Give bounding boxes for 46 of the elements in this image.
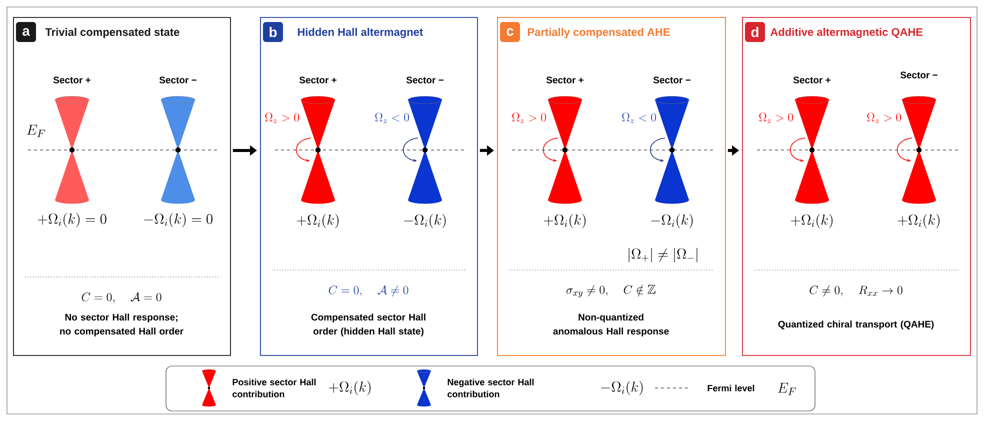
formula: $C=0,\quad \mathcal{A}=0$: [82, 292, 162, 304]
formula: $\Omega_z<0$: [622, 112, 656, 124]
panel-title: Partially compensated AHE: [528, 28, 670, 38]
formula: $+\Omega_i(k)=0$: [38, 212, 106, 228]
sector-label: Sector +: [299, 76, 336, 84]
formula: $\Omega_z<0$: [375, 112, 409, 124]
legend-text: Fermi level: [708, 384, 754, 392]
sector-label: Sector −: [159, 76, 196, 84]
formula: $+\Omega_i(k)$: [328, 380, 371, 396]
legend-text: Positive sector Hall contribution: [232, 378, 316, 398]
letter-badge: c: [500, 22, 520, 42]
legend-text: Negative sector Hall contribution: [448, 378, 534, 398]
formula: $E_F$: [778, 382, 796, 396]
description: Quantized chiral transport (QAHE): [778, 320, 934, 330]
sector-label: Sector +: [53, 76, 90, 84]
sector-label: Sector +: [793, 76, 830, 84]
description: Non-quantized anomalous Hall response: [553, 314, 669, 336]
formula: $+\Omega_i(k)$: [296, 214, 339, 228]
formula: $\Omega_z>0$: [867, 112, 901, 124]
formula: $\Omega_z>0$: [512, 112, 546, 124]
panel-title: Hidden Hall altermagnet: [298, 28, 423, 38]
letter-badge: a: [16, 22, 36, 42]
formula: $\Omega_z>0$: [759, 112, 793, 124]
sector-label: Sector −: [900, 72, 938, 78]
formula: $|\Omega_+|\neq|\Omega_-|$: [628, 248, 698, 262]
formula: $-\Omega_i(k)$: [601, 380, 643, 396]
formula: $E_F$: [26, 124, 45, 138]
formula: $C=0,\quad \mathcal{A}\neq 0$: [328, 285, 408, 297]
panel-title: Trivial compensated state: [45, 28, 180, 38]
sector-label: Sector −: [653, 76, 690, 84]
formula: $-\Omega_i(k)$: [404, 214, 446, 228]
formula: $\sigma_{xy}\neq 0,\quad C\notin\mathbb{Z}$: [566, 284, 656, 298]
formula: $+\Omega_i(k)$: [898, 214, 940, 228]
letter-badge: b: [263, 22, 283, 42]
formula: $C\neq 0,\quad R_{xx}\rightarrow 0$: [810, 285, 902, 297]
letter-badge: d: [745, 22, 765, 42]
formula: $+\Omega_i(k)$: [790, 214, 833, 228]
formula: $-\Omega_i(k)$: [651, 214, 693, 228]
formula: $+\Omega_i(k)$: [544, 214, 586, 228]
sector-label: Sector −: [406, 76, 444, 84]
formula: $\Omega_z>0$: [265, 112, 299, 124]
description: Compensated sector Hall order (hidden Hall state): [311, 314, 426, 336]
panel-title: Additive altermagnetic QAHE: [770, 28, 923, 38]
sector-label: Sector +: [546, 76, 584, 84]
description: No sector Hall response; no compensated Hall order: [60, 314, 184, 336]
formula: $-\Omega_i(k)=0$: [144, 212, 212, 228]
